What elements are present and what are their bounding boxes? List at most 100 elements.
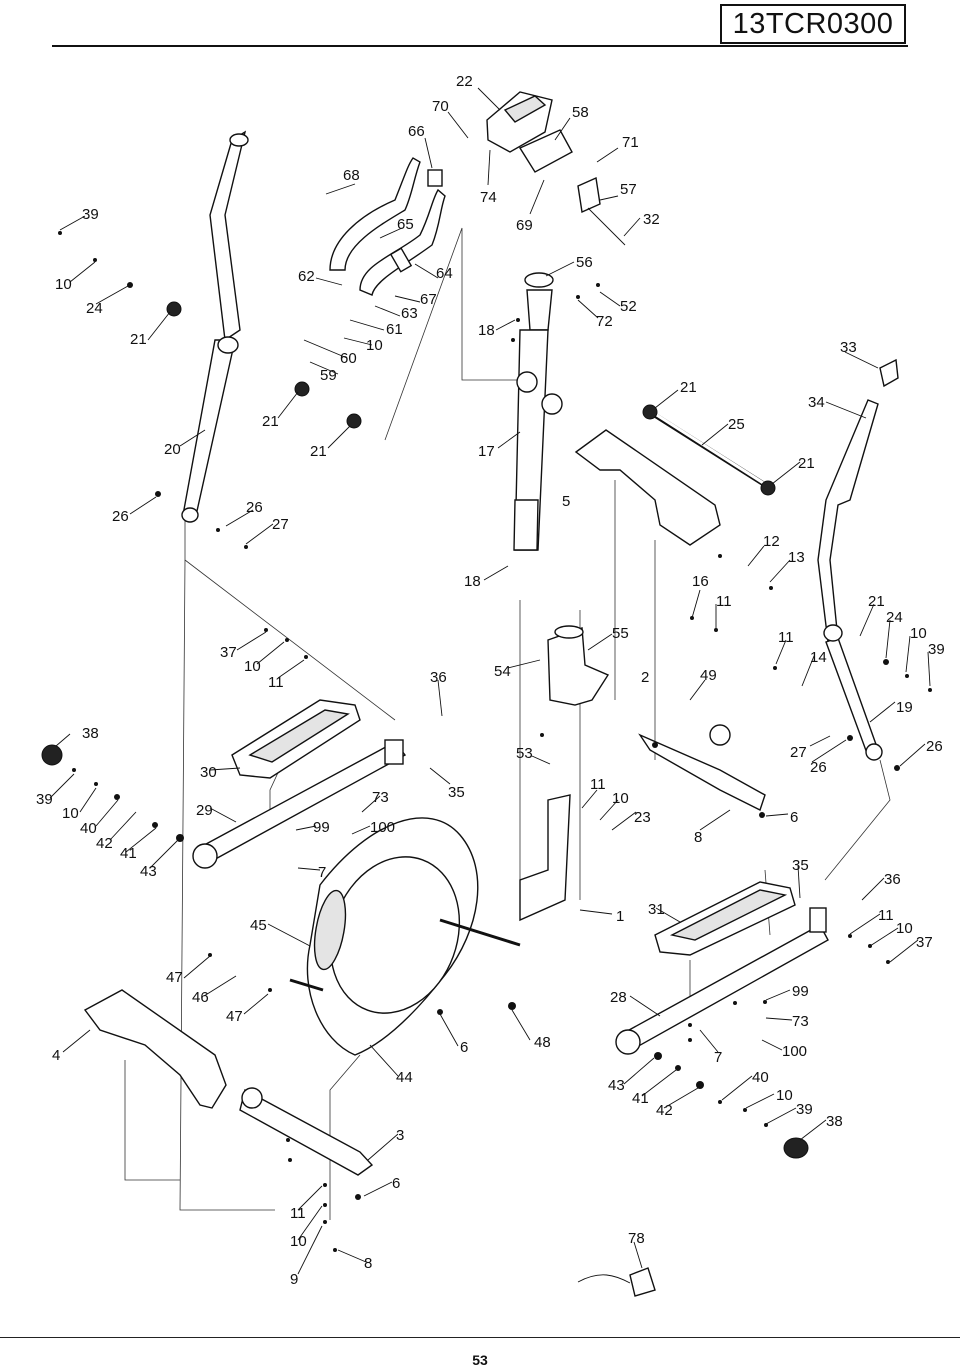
callout-29: 29 xyxy=(196,802,213,819)
callout-44: 44 xyxy=(396,1069,413,1086)
callout-38-a: 38 xyxy=(82,725,99,742)
callout-35-b: 35 xyxy=(792,857,809,874)
callout-47-a: 47 xyxy=(166,969,183,986)
callout-57: 57 xyxy=(620,181,637,198)
callout-21-a: 21 xyxy=(130,331,147,348)
callout-63: 63 xyxy=(401,305,418,322)
callout-42-b: 42 xyxy=(656,1102,673,1119)
callout-37-b: 37 xyxy=(916,934,933,951)
left-pedal xyxy=(231,699,361,779)
callout-17: 17 xyxy=(478,443,495,460)
callout-99-a: 99 xyxy=(313,819,330,836)
callout-31: 31 xyxy=(648,901,665,918)
left-upper-arm xyxy=(181,130,249,523)
mast-cover xyxy=(574,429,721,546)
callout-70: 70 xyxy=(432,98,449,115)
callout-16: 16 xyxy=(692,573,709,590)
callout-11-f: 11 xyxy=(290,1205,306,1222)
right-pedal-arm xyxy=(615,907,829,1055)
callout-46: 46 xyxy=(192,989,209,1006)
callout-10-c: 10 xyxy=(910,625,927,642)
callout-37-a: 37 xyxy=(220,644,237,661)
callout-10-g: 10 xyxy=(896,920,913,937)
callout-72: 72 xyxy=(596,313,613,330)
callout-39-b: 39 xyxy=(928,641,945,658)
callout-56: 56 xyxy=(576,254,593,271)
callout-43-a: 43 xyxy=(140,863,157,880)
callout-27-a: 27 xyxy=(272,516,289,533)
callout-73-b: 73 xyxy=(792,1013,809,1030)
callout-74: 74 xyxy=(480,189,497,206)
callout-39-c: 39 xyxy=(36,791,53,808)
callout-6-a: 6 xyxy=(790,809,798,826)
callout-21-b: 21 xyxy=(680,379,697,396)
callout-52: 52 xyxy=(620,298,637,315)
callout-19: 19 xyxy=(896,699,913,716)
callout-43-b: 43 xyxy=(608,1077,625,1094)
right-pedal xyxy=(654,881,796,956)
callout-leaders xyxy=(49,87,931,1275)
callout-45: 45 xyxy=(250,917,267,934)
callout-11-c: 11 xyxy=(268,674,284,691)
callout-23: 23 xyxy=(634,809,651,826)
callout-32: 32 xyxy=(643,211,660,228)
callout-11-e: 11 xyxy=(878,907,894,924)
callout-21-d: 21 xyxy=(310,443,327,460)
callout-26-b: 26 xyxy=(246,499,263,516)
lower-mast-housing xyxy=(519,625,610,922)
callout-28: 28 xyxy=(610,989,627,1006)
callout-10-i: 10 xyxy=(290,1233,307,1250)
callout-48: 48 xyxy=(534,1034,551,1051)
callout-73-a: 73 xyxy=(372,789,389,806)
callout-35-a: 35 xyxy=(448,784,465,801)
callout-5: 5 xyxy=(562,493,570,510)
exploded-parts-diagram: 22 70 66 58 71 68 57 74 39 65 69 32 56 1… xyxy=(36,73,945,1297)
callout-42-a: 42 xyxy=(96,835,113,852)
callout-78: 78 xyxy=(628,1230,645,1247)
callout-55: 55 xyxy=(612,625,629,642)
callout-53: 53 xyxy=(516,745,533,762)
callout-25: 25 xyxy=(728,416,745,433)
assembly-guide-lines xyxy=(124,227,891,1220)
callout-26-d: 26 xyxy=(810,759,827,776)
callout-100-b: 100 xyxy=(782,1043,807,1060)
callout-10-f: 10 xyxy=(62,805,79,822)
callout-41-b: 41 xyxy=(632,1090,649,1107)
foot-knobs xyxy=(41,744,809,1159)
callout-8-a: 8 xyxy=(694,829,702,846)
callout-64: 64 xyxy=(436,265,453,282)
model-number-box: 13TCR0300 xyxy=(720,4,906,44)
callout-49: 49 xyxy=(700,667,717,684)
callout-18-a: 18 xyxy=(478,322,495,339)
callout-100-a: 100 xyxy=(370,819,395,836)
callout-68: 68 xyxy=(343,167,360,184)
crank-rods xyxy=(289,918,521,992)
callout-21-c: 21 xyxy=(262,413,279,430)
callout-13: 13 xyxy=(788,549,805,566)
callout-39-d: 39 xyxy=(796,1101,813,1118)
callout-26-a: 26 xyxy=(112,508,129,525)
callout-40-a: 40 xyxy=(80,820,97,837)
callout-21-e: 21 xyxy=(798,455,815,472)
callout-21-f: 21 xyxy=(868,593,885,610)
callout-58: 58 xyxy=(572,104,589,121)
callout-8-b: 8 xyxy=(364,1255,372,1272)
callout-7-b: 7 xyxy=(714,1049,722,1066)
callout-99-b: 99 xyxy=(792,983,809,1000)
right-upper-arm xyxy=(817,358,899,761)
callout-41-a: 41 xyxy=(120,845,137,862)
callout-2: 2 xyxy=(641,669,649,686)
callout-36-b: 36 xyxy=(884,871,901,888)
rear-stabilizer xyxy=(638,724,766,811)
callout-66: 66 xyxy=(408,123,425,140)
callout-12: 12 xyxy=(763,533,780,550)
callout-3: 3 xyxy=(396,1127,404,1144)
callout-61: 61 xyxy=(386,321,403,338)
pivot-axle xyxy=(166,301,776,496)
callout-7-a: 7 xyxy=(318,864,326,881)
front-end-cap xyxy=(83,989,227,1109)
callout-24-a: 24 xyxy=(86,300,103,317)
callout-54: 54 xyxy=(494,663,511,680)
callout-10-e: 10 xyxy=(612,790,629,807)
left-shroud xyxy=(306,817,479,1056)
